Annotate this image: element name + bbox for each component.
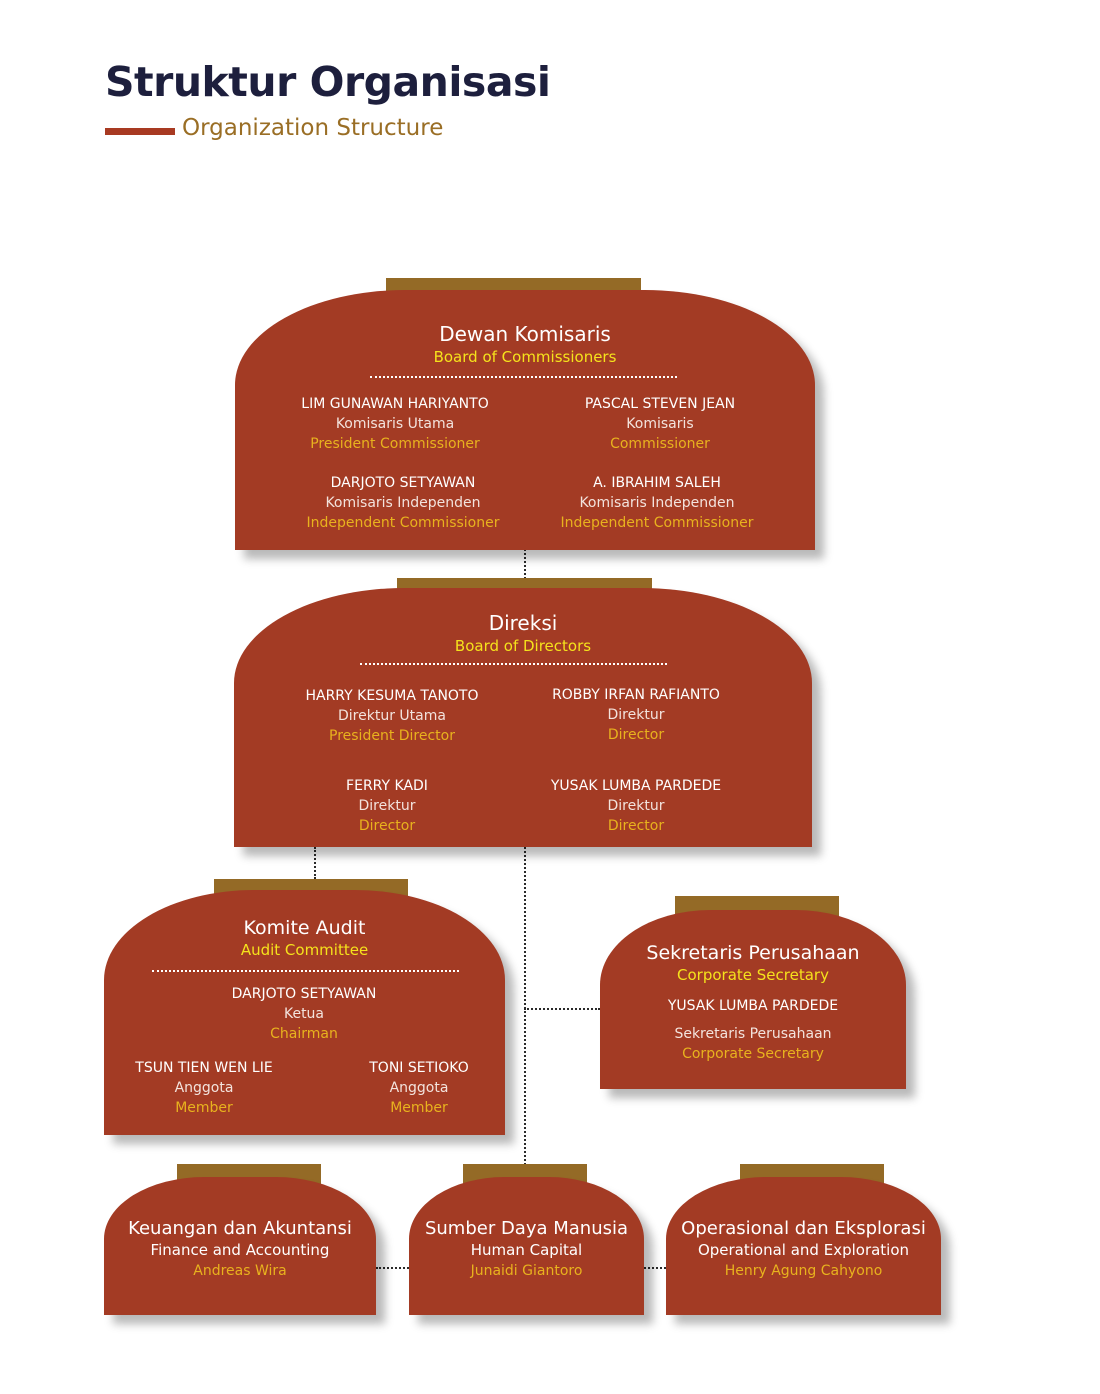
director-member: FERRY KADI Direktur Director (287, 776, 487, 836)
board-of-commissioners: Dewan Komisaris Board of Commissioners L… (235, 290, 815, 550)
directors-title: Direksi (488, 611, 558, 635)
unit-title-en: Human Capital (470, 1241, 583, 1259)
member-role-en: President Commissioner (310, 436, 480, 452)
commissioner-member: DARJOTO SETYAWAN Komisaris Independen In… (293, 473, 513, 533)
title-rule (105, 128, 175, 135)
member-role: Sekretaris Perusahaan (674, 1026, 832, 1042)
member-role: Direktur (607, 707, 665, 723)
director-member: HARRY KESUMA TANOTO Direktur Utama Presi… (292, 686, 492, 746)
commissioners-title: Dewan Komisaris (439, 322, 611, 346)
member-role-en: Independent Commissioner (306, 515, 500, 531)
director-member: YUSAK LUMBA PARDEDE Direktur Director (536, 776, 736, 836)
audit-committee-member: TONI SETIOKO Anggota Member (339, 1058, 499, 1118)
director-member: ROBBY IRFAN RAFIANTO Direktur Director (536, 685, 736, 745)
finance-accounting-unit: Keuangan dan Akuntansi Finance and Accou… (104, 1177, 376, 1315)
corporate-secretary-subtitle: Corporate Secretary (677, 966, 829, 984)
unit-person: Junaidi Giantoro (470, 1263, 583, 1279)
member-role-en: Director (607, 727, 665, 743)
member-name: PASCAL STEVEN JEAN (584, 396, 736, 412)
member-role-en: Director (358, 818, 416, 834)
member-role-en: Corporate Secretary (682, 1046, 824, 1062)
commissioner-member: LIM GUNAWAN HARIYANTO Komisaris Utama Pr… (295, 394, 495, 454)
operational-exploration-unit: Operasional dan Eksplorasi Operational a… (666, 1177, 941, 1315)
page-title: Struktur Organisasi (105, 58, 551, 106)
audit-committee: Komite Audit Audit Committee DARJOTO SET… (104, 890, 505, 1135)
member-role: Direktur Utama (338, 708, 446, 724)
unit-person: Henry Agung Cahyono (724, 1263, 883, 1279)
member-name: ROBBY IRFAN RAFIANTO (552, 687, 720, 703)
member-role-en: Independent Commissioner (560, 515, 754, 531)
member-name: TONI SETIOKO (369, 1060, 469, 1076)
member-role-en: Director (607, 818, 665, 834)
member-role: Komisaris (626, 416, 694, 432)
member-role: Komisaris Utama (335, 416, 455, 432)
board-of-directors: Direksi Board of Directors HARRY KESUMA … (234, 588, 812, 847)
member-role: Komisaris Independen (579, 495, 735, 511)
member-name: FERRY KADI (346, 778, 428, 794)
corporate-secretary-title: Sekretaris Perusahaan (646, 942, 860, 964)
corporate-secretary: Sekretaris Perusahaan Corporate Secretar… (600, 910, 906, 1089)
page-subtitle: Organization Structure (182, 115, 444, 141)
connector-commissioners-directors (524, 549, 526, 579)
member-role-en: President Director (329, 728, 455, 744)
member-name: DARJOTO SETYAWAN (231, 986, 377, 1002)
member-role: Ketua (283, 1006, 325, 1022)
member-name: TSUN TIEN WEN LIE (135, 1060, 273, 1076)
connector-corporate-secretary (524, 1008, 600, 1010)
commissioners-subtitle: Board of Commissioners (433, 348, 617, 366)
member-role-en: Member (390, 1100, 448, 1116)
audit-committee-member: TSUN TIEN WEN LIE Anggota Member (104, 1058, 304, 1118)
unit-title: Keuangan dan Akuntansi (128, 1218, 352, 1239)
directors-subtitle: Board of Directors (454, 637, 592, 655)
corporate-secretary-person: YUSAK LUMBA PARDEDE Sekretaris Perusahaa… (600, 996, 906, 1064)
member-role-en: Member (175, 1100, 233, 1116)
member-name: YUSAK LUMBA PARDEDE (550, 778, 722, 794)
member-role-en: Chairman (270, 1026, 338, 1042)
unit-title-en: Finance and Accounting (150, 1241, 330, 1259)
audit-committee-title: Komite Audit (243, 917, 366, 939)
connector-audit-committee (314, 847, 316, 879)
commissioner-member: PASCAL STEVEN JEAN Komisaris Commissione… (560, 394, 760, 454)
member-name: DARJOTO SETYAWAN (330, 475, 476, 491)
human-capital-unit: Sumber Daya Manusia Human Capital Junaid… (409, 1177, 644, 1315)
member-name: LIM GUNAWAN HARIYANTO (301, 396, 489, 412)
audit-committee-subtitle: Audit Committee (240, 941, 369, 959)
commissioners-divider (370, 376, 677, 378)
unit-title: Operasional dan Eksplorasi (681, 1218, 926, 1239)
audit-committee-divider (152, 970, 459, 972)
member-name: A. IBRAHIM SALEH (593, 475, 721, 491)
member-name: YUSAK LUMBA PARDEDE (667, 998, 839, 1014)
directors-divider (360, 663, 667, 665)
connector-finance-hc (376, 1267, 409, 1269)
member-role: Komisaris Independen (325, 495, 481, 511)
member-role: Direktur (358, 798, 416, 814)
member-role-en: Commissioner (610, 436, 710, 452)
connector-main-trunk (524, 847, 526, 1165)
unit-title: Sumber Daya Manusia (424, 1218, 629, 1239)
member-name: HARRY KESUMA TANOTO (305, 688, 479, 704)
member-role: Anggota (174, 1080, 234, 1096)
member-role: Anggota (389, 1080, 449, 1096)
member-role: Direktur (607, 798, 665, 814)
unit-title-en: Operational and Exploration (697, 1241, 910, 1259)
commissioner-member: A. IBRAHIM SALEH Komisaris Independen In… (547, 473, 767, 533)
audit-committee-member: DARJOTO SETYAWAN Ketua Chairman (204, 984, 404, 1044)
connector-hc-operational (644, 1267, 666, 1269)
unit-person: Andreas Wira (193, 1263, 287, 1279)
